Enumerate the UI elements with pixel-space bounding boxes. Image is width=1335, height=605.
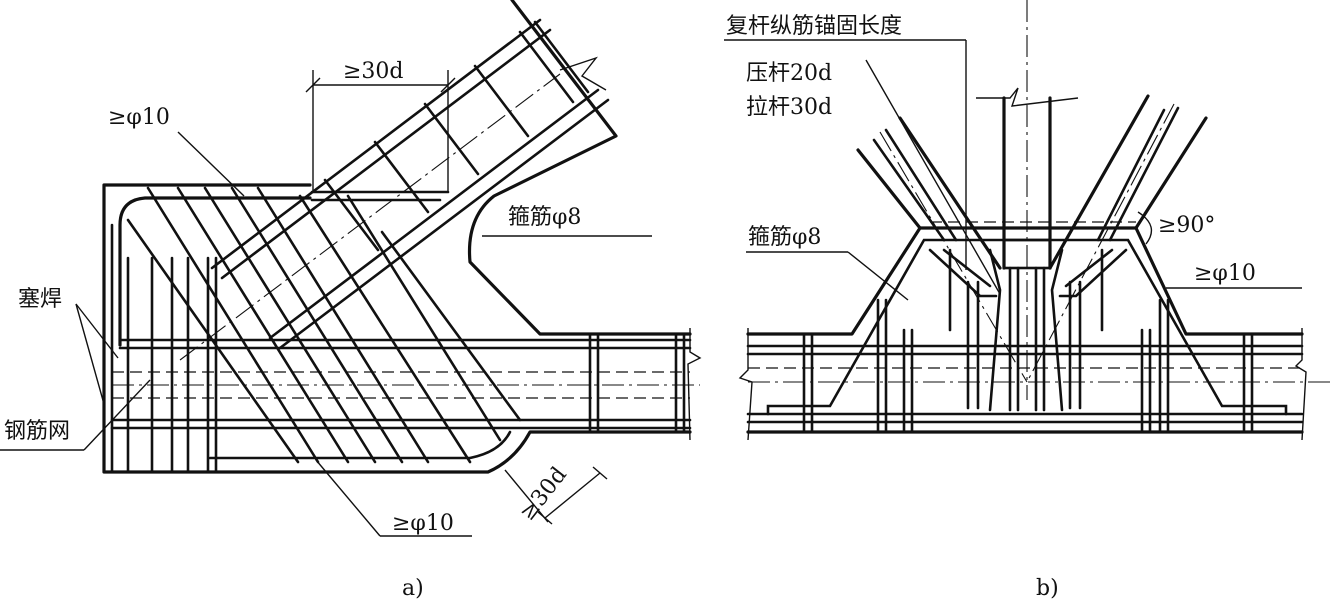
figure-b-leaders xyxy=(724,39,1302,301)
figure-b-right-centerline xyxy=(1026,103,1175,383)
figure-a-label-plug-weld: 塞焊 xyxy=(18,287,62,312)
figure-b-joint: 复杆纵筋锚固长度 压杆20d 拉杆30d ≥90° 箍筋φ8 ≥φ10 b) xyxy=(724,0,1335,601)
figure-b-left-diagonal xyxy=(856,116,1002,270)
figure-a-joint: ≥30d ≥φ10 箍筋φ8 塞焊 钢筋网 ≥φ10 ≥30d a) xyxy=(0,0,702,601)
figure-b-break-top xyxy=(976,87,1079,107)
figure-b-chord-bars xyxy=(746,238,1304,424)
figure-a-label-stirrup: 箍筋φ8 xyxy=(508,205,581,230)
figure-b-label-tension: 拉杆30d xyxy=(746,95,832,120)
figure-b-left-centerline xyxy=(879,131,1028,383)
figure-a-break-right xyxy=(687,328,702,441)
figure-a-end-mesh xyxy=(110,223,218,474)
figure-b-outline xyxy=(746,226,1304,434)
figure-b-label-compression: 压杆20d xyxy=(746,61,832,86)
figure-a-leaders xyxy=(0,131,652,537)
figure-a-dim-top xyxy=(305,70,456,192)
figure-b-label-bar-min: ≥φ10 xyxy=(1194,261,1256,286)
figure-a-label-30d-top: ≥30d xyxy=(343,59,404,84)
figure-b-break-right xyxy=(1294,328,1307,441)
figure-b-caption: b) xyxy=(1036,576,1059,601)
figure-b-label-angle: ≥90° xyxy=(1158,213,1215,238)
figure-a-diagonal-stirrups xyxy=(323,20,590,252)
figure-a-diagonal-centerline xyxy=(179,73,561,361)
figure-b-break-left xyxy=(738,328,753,441)
figure-a-inclined-bars xyxy=(126,186,522,464)
figure-a-chord-stirrups xyxy=(588,332,686,434)
figure-a-label-bar-min-bottom: ≥φ10 xyxy=(392,511,454,536)
figure-b-label-anchorage-title: 复杆纵筋锚固长度 xyxy=(726,14,902,39)
figure-a-caption: a) xyxy=(402,576,424,601)
figure-a-chord-bars xyxy=(110,338,692,460)
figure-b-anchor-bars xyxy=(928,238,1128,412)
figure-b-diagonal-bars xyxy=(872,106,1180,242)
figure-a-label-mesh: 钢筋网 xyxy=(4,419,70,444)
figure-a-outline xyxy=(102,0,692,474)
figure-b-label-stirrup: 箍筋φ8 xyxy=(748,225,821,250)
figure-b-chord-stirrups xyxy=(802,298,1254,434)
figure-a-dim-bottom xyxy=(504,466,608,525)
figure-a-break-top xyxy=(559,56,607,91)
figure-a-label-bar-min-top: ≥φ10 xyxy=(108,105,170,130)
figure-a-corner-bend xyxy=(118,196,312,347)
